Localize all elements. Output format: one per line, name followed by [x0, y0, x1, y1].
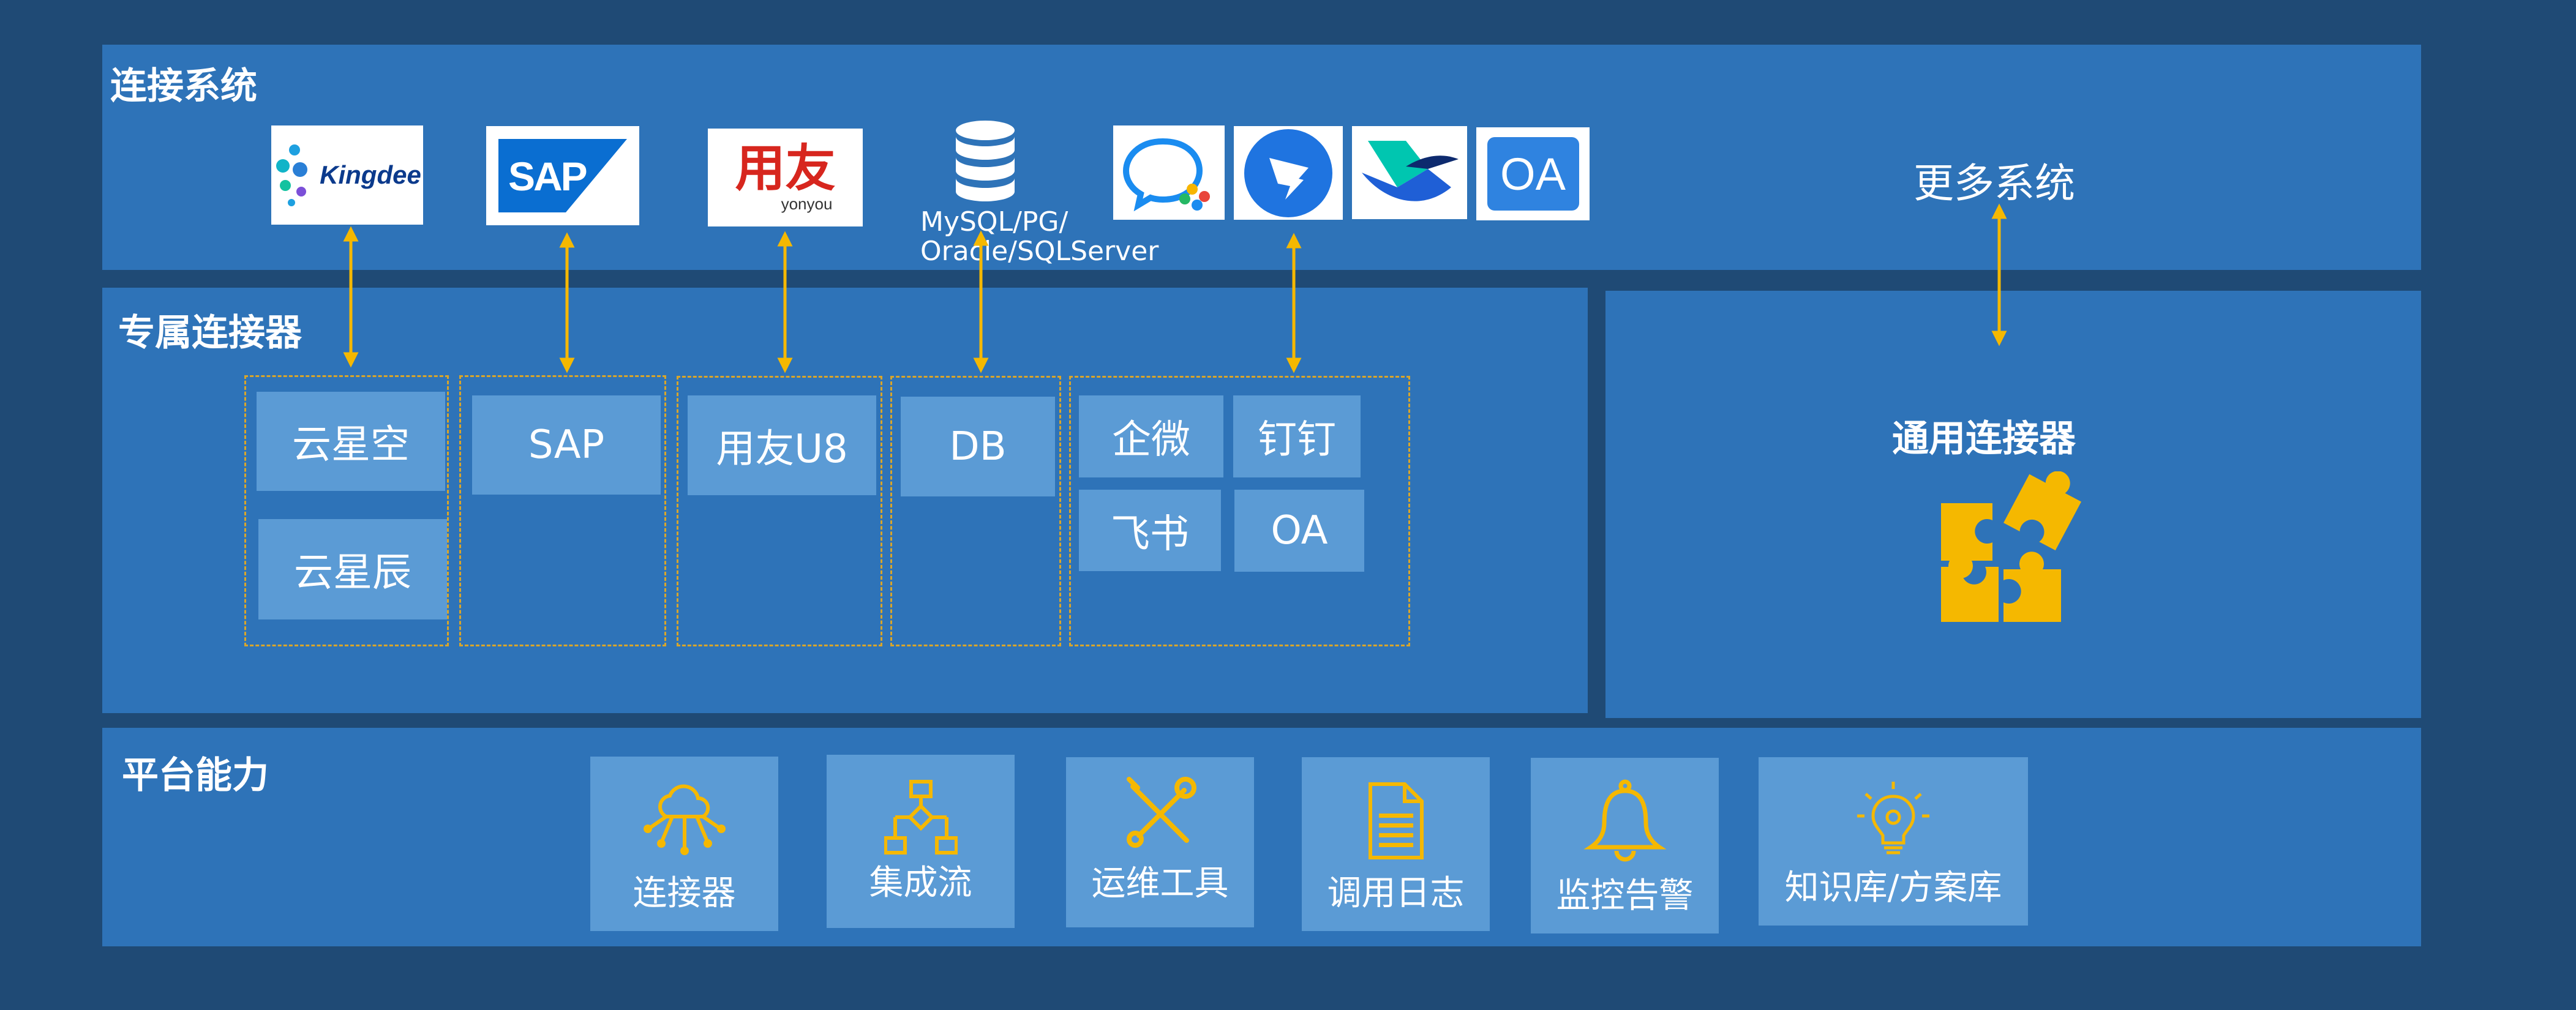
- wecom-logo: [1113, 125, 1225, 220]
- sap-logo: SAP: [486, 126, 639, 225]
- db-connector-group: [890, 376, 1061, 646]
- yonyou-logo-text: 用友: [735, 140, 836, 198]
- platform-item-label: 运维工具: [1091, 864, 1229, 903]
- connector-tile-yonyou-u8[interactable]: 用友U8: [688, 395, 876, 495]
- platform-item-label: 知识库/方案库: [1784, 868, 2002, 908]
- db-caption-line1: MySQL/PG/: [920, 206, 1068, 238]
- platform-item-call-log[interactable]: 调用日志: [1302, 757, 1490, 931]
- kingdee-logo: Kingdee: [271, 125, 423, 225]
- dingtalk-icon: [1244, 129, 1332, 217]
- yonyou-logo-subtext: yonyou: [781, 195, 833, 213]
- sap-logo-text: SAP: [508, 154, 588, 199]
- connector-tile-db[interactable]: DB: [901, 397, 1055, 496]
- generic-connector-panel: [1605, 291, 2421, 718]
- connector-tile-yunxingchen[interactable]: 云星辰: [258, 519, 447, 619]
- lightbulb-icon: [1857, 782, 1929, 855]
- connector-tile-yunxingkong[interactable]: 云星空: [257, 392, 445, 491]
- connector-tile-oa[interactable]: OA: [1234, 490, 1364, 572]
- kingdee-connector-group: [244, 375, 449, 646]
- connector-tile-sap[interactable]: SAP: [472, 395, 661, 495]
- tools-icon: [1126, 777, 1196, 848]
- document-log-icon: [1368, 782, 1424, 859]
- platform-item-label: 集成流: [869, 863, 972, 903]
- kingdee-logo-text: Kingdee: [320, 160, 421, 189]
- puzzle-icon: [1941, 471, 2082, 622]
- flowchart-icon: [884, 780, 958, 855]
- platform-item-ops-tools[interactable]: 运维工具: [1066, 757, 1254, 927]
- connector-tile-feishu[interactable]: 飞书: [1079, 490, 1221, 571]
- bell-icon: [1583, 779, 1667, 862]
- yonyou-logo: 用友 yonyou: [708, 129, 863, 226]
- database-icon: [956, 121, 1015, 201]
- platform-panel: [102, 728, 2421, 946]
- more-systems-label: 更多系统: [1913, 160, 2075, 207]
- platform-item-monitoring[interactable]: 监控告警: [1531, 758, 1719, 933]
- platform-item-label: 调用日志: [1327, 873, 1465, 913]
- platform-item-knowledge-base[interactable]: 知识库/方案库: [1759, 757, 2028, 926]
- platform-item-connector[interactable]: 连接器: [590, 757, 778, 931]
- db-caption-line2: Oracle/SQLServer: [920, 236, 1159, 267]
- oa-logo-text: OA: [1500, 148, 1566, 200]
- platform-item-label: 连接器: [633, 873, 736, 913]
- connector-tile-wecom[interactable]: 企微: [1079, 395, 1223, 477]
- wecom-icon: [1122, 138, 1210, 212]
- yonyou-connector-group: [677, 376, 882, 646]
- generic-connector-title: 通用连接器: [1892, 417, 2076, 460]
- connector-tile-dingtalk[interactable]: 钉钉: [1233, 395, 1361, 477]
- cloud-network-icon: [643, 784, 726, 855]
- dedicated-connectors-title: 专属连接器: [118, 312, 302, 354]
- feishu-logo: [1352, 126, 1467, 219]
- oa-logo: OA: [1476, 127, 1590, 220]
- collab-connector-group: [1069, 376, 1410, 646]
- feishu-icon: [1362, 141, 1459, 201]
- sap-connector-group: [459, 375, 666, 646]
- connected-systems-title: 连接系统: [110, 65, 257, 108]
- dingtalk-logo: [1234, 126, 1343, 220]
- platform-item-integration-flow[interactable]: 集成流: [827, 755, 1015, 928]
- platform-item-label: 监控告警: [1556, 876, 1694, 916]
- platform-title: 平台能力: [122, 754, 269, 797]
